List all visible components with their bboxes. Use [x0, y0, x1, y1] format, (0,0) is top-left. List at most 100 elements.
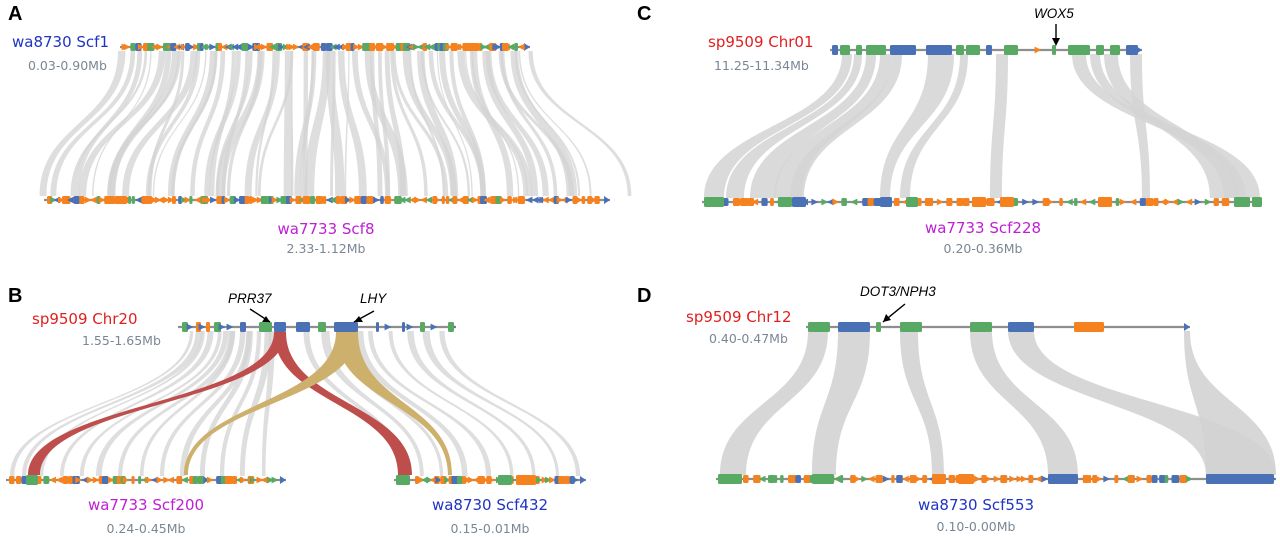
panel-a-ribbon-26 [291, 51, 293, 196]
panel-a-bottom-gene-marker-117 [565, 196, 573, 204]
panel-letter-a: A [8, 3, 22, 25]
panel-b-right-ribbon-4 [368, 331, 492, 476]
panel-c-bottom-gene-8 [1234, 197, 1250, 207]
panel-d-bottom-gene-40 [1028, 475, 1034, 483]
panel-a-ribbon-60 [518, 51, 592, 196]
panel-d-bottom-gene-marker-20 [882, 475, 890, 483]
panel-c-ribbon-1 [726, 54, 862, 198]
panel-b-bottom-right-gene-marker-29 [535, 476, 543, 484]
panel-letter-c: C [637, 3, 651, 25]
panel-d-ribbon-0 [720, 331, 828, 475]
panel-d-top-gene-6 [1074, 322, 1104, 332]
panel-c-bottom-gene-2 [740, 198, 748, 206]
panel-c: C sp9509 Chr01 11.25-11.34Mb wa7733 Scf2… [637, 3, 1074, 256]
panel-a-top-gene-52 [325, 43, 333, 51]
panel-c-bottom-gene-marker-45 [1088, 198, 1096, 206]
panel-b-right-ribbon-8 [439, 331, 581, 476]
panel-a-bottom-gene-marker-112 [541, 196, 549, 204]
panel-a-top-gene-marker-17 [193, 43, 201, 51]
panel-a-top-gene-marker-40 [278, 43, 286, 51]
panel-d-top-gene-5 [1008, 322, 1034, 332]
panel-d-bottom-gene-6 [788, 475, 796, 483]
panel-a-ribbon-52 [469, 51, 514, 196]
panel-a-ribbon-57 [500, 51, 558, 196]
panel-b-right-ribbon-0 [303, 331, 407, 476]
panel-a-bottom-gene-90 [445, 196, 450, 204]
panel-c-ribbon-5 [880, 54, 954, 198]
panel-b-bottom-right-gene-marker-14 [467, 476, 475, 484]
panel-a-bottom-gene-marker-43 [233, 196, 241, 204]
panel-c-top-marker-0 [1034, 46, 1042, 54]
panel-d-top-gene-3 [900, 322, 922, 332]
panel-a-bottom-gene-103 [507, 196, 512, 204]
panel-c-bottom-gene-marker-4 [751, 198, 759, 206]
panel-c-bottom-gene-15 [841, 198, 847, 206]
panel-c-bottom-gene-19 [873, 198, 881, 206]
panel-c-top-gene-12 [1096, 45, 1104, 55]
panel-b-bottom-right-gene-marker-32 [549, 476, 557, 484]
panel-b-left-ribbon-10 [200, 331, 253, 476]
panel-b-top-gene-8 [318, 322, 326, 332]
panel-b-bottom-right-gene-marker-31 [544, 476, 552, 484]
panel-a-bottom-gene-80 [394, 196, 402, 204]
panel-a-top-gene-marker-44 [292, 43, 300, 51]
panel-a-top-gene-marker-29 [235, 43, 242, 51]
panel-a-bottom-gene-123 [594, 196, 600, 204]
panel-d-bottom-gene-2 [932, 474, 946, 484]
panel-a-bottom-gene-94 [462, 196, 469, 204]
panel-c-bottom-gene-marker-12 [821, 198, 829, 206]
panel-b-bottom-right-sequence-name: wa8730 Scf432 [432, 496, 548, 514]
panel-b-bottom-left-gene-marker-49 [271, 476, 279, 484]
panel-a-bottom-gene-77 [380, 196, 384, 204]
panel-a-top-gene-marker-16 [188, 43, 195, 51]
panel-d-bottom-gene-61 [1179, 475, 1188, 483]
panel-d-bottom-gene-52 [1114, 475, 1119, 483]
panel-a-ribbon-32 [330, 51, 336, 196]
panel-d-bottom-gene-14 [840, 475, 844, 483]
panel-d-bottom-gene-59 [1164, 475, 1169, 483]
panel-b-bottom-right-gene-36 [566, 476, 571, 484]
panel-a-top-gene-marker-102 [507, 43, 515, 51]
panel-a-ribbon-13 [167, 51, 218, 196]
panel-a-bottom-gene-marker-115 [556, 196, 564, 204]
panel-d-top-gene-2 [876, 322, 881, 332]
panel-a-ribbon-40 [390, 51, 428, 196]
panel-b-left-ribbon-11 [220, 331, 262, 476]
panel-c-top-gene-14 [1126, 45, 1138, 55]
panel-a-bottom-gene-marker-66 [329, 196, 337, 204]
panel-c-ribbon-2 [750, 54, 876, 198]
panel-b-bottom-left-sequence-name: wa7733 Scf200 [88, 496, 204, 514]
panel-a-bottom-gene-marker-36 [201, 196, 209, 204]
panel-d-bottom-gene-marker-38 [1016, 475, 1024, 483]
panel-c-bottom-gene-41 [1059, 198, 1063, 206]
panel-a-top-gene-marker-59 [353, 43, 361, 51]
panel-c-bottom-gene-1 [732, 198, 741, 206]
panel-d-top-gene-4 [970, 322, 992, 332]
panel-a-top-gene-marker-21 [204, 43, 212, 51]
panel-c-bottom-gene-marker-11 [811, 198, 819, 206]
panel-a-ribbon-45 [421, 51, 471, 196]
panel-c-ribbon-7 [990, 54, 1008, 198]
panel-a-bottom-gene-marker-27 [162, 196, 170, 204]
synteny-ribbons [10, 51, 1276, 476]
panel-letter-b: B [8, 285, 22, 307]
panel-a-ribbon-49 [449, 51, 486, 196]
panel-b-top-gene-7 [296, 322, 310, 332]
panel-b-top-marker-3 [226, 323, 234, 331]
panel-a-ribbon-48 [439, 51, 486, 196]
gene-label-prr37: PRR37 [228, 291, 272, 306]
panel-a-bottom-backbone-end-arrow [604, 196, 610, 204]
panel-a-bottom-gene-19 [128, 196, 132, 204]
panel-b-bottom-right-gene-a [498, 475, 512, 485]
panel-c-bottom-gene-24 [917, 198, 922, 206]
panel-a-bottom-gene-39 [216, 196, 223, 204]
panel-a-top-gene-marker-60 [357, 43, 365, 51]
panel-a-bottom-gene-marker-32 [184, 196, 192, 204]
panel-a-top-gene-92 [475, 43, 480, 51]
panel-b-bottom-left-gene-marker-30 [167, 476, 175, 484]
panel-d-bottom-gene-marker-16 [853, 475, 861, 483]
panel-c-bottom-gene-48 [1115, 198, 1120, 206]
panel-a-top-gene-marker-67 [381, 43, 389, 51]
panel-a-bottom-gene-marker-122 [590, 196, 598, 204]
panel-b-left-ribbon-9 [180, 331, 252, 476]
